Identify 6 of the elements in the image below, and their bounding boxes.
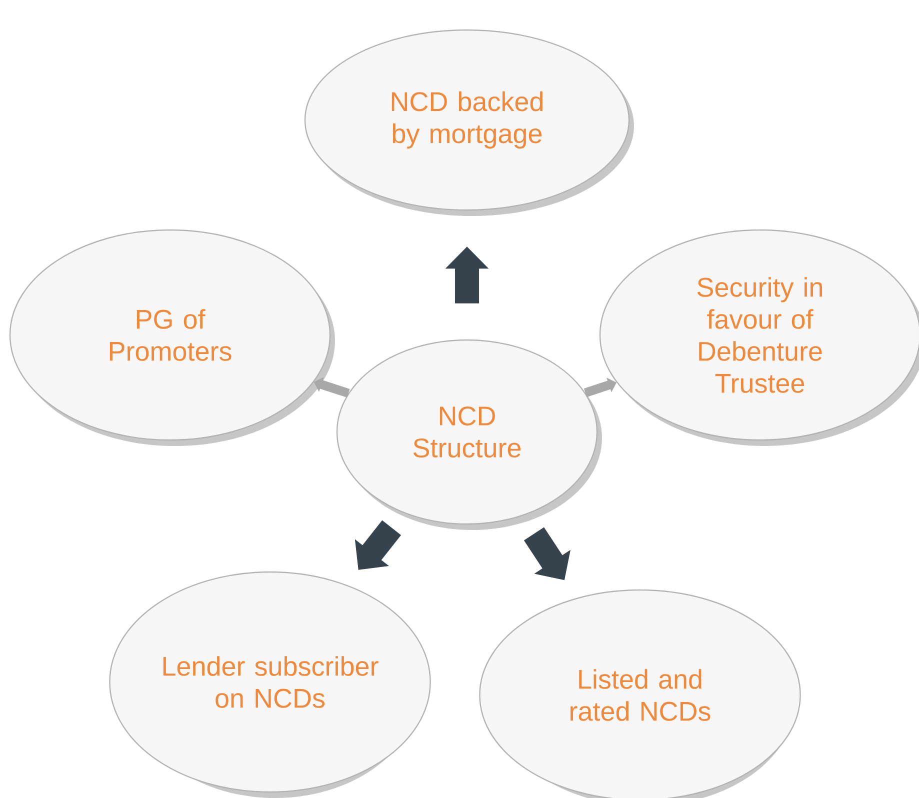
ellipse-node: Security in favour of Debenture Trustee	[599, 229, 919, 446]
ellipse-node: NCD Structure	[336, 339, 602, 530]
ellipse-node: Lender subscriber on NCDs	[109, 571, 431, 798]
ellipse-node: Listed and rated NCDs	[479, 589, 801, 798]
ellipse-node: NCD backed by mortgage	[304, 29, 634, 216]
ellipse-node: PG of Promoters	[9, 229, 335, 446]
